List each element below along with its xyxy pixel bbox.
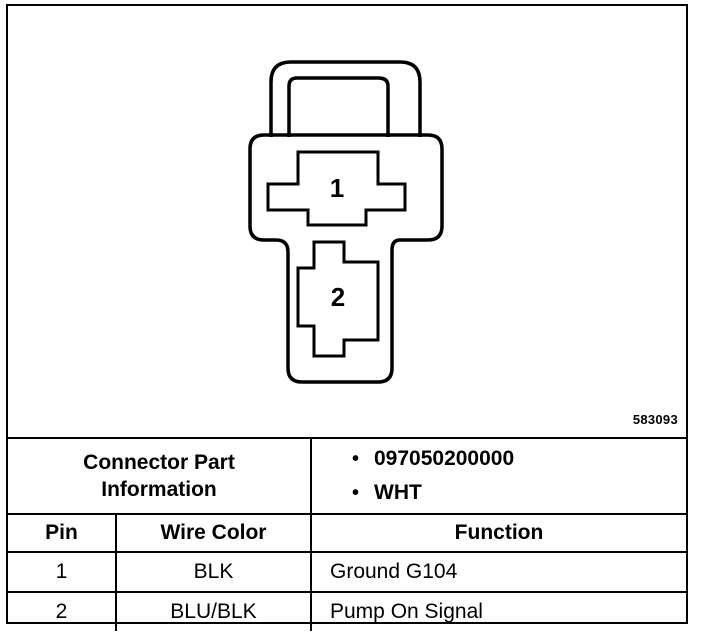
part-info-row: Connector Part Information • 097050200000… (8, 437, 686, 515)
pin-1-label: 1 (330, 173, 344, 203)
bullet-icon: • (352, 448, 360, 470)
header-row: Pin Wire Color Function (8, 513, 686, 553)
header-wire-color: Wire Color (115, 513, 312, 553)
connector-frame: 1 2 583093 Connector Part Information • 0… (6, 4, 688, 631)
part-number-line: • 097050200000 (352, 442, 686, 476)
wire-color: BLU/BLK (115, 591, 312, 631)
connector-latch (269, 60, 422, 137)
part-info-label-line2: Information (101, 478, 217, 501)
part-info-values: • 097050200000 • WHT (310, 437, 686, 515)
part-info-label: Connector Part Information (8, 437, 312, 515)
pin-2-cavity (296, 240, 380, 358)
pin-number: 1 (8, 551, 117, 593)
connector-diagram: 1 2 583093 (8, 6, 686, 437)
part-info-label-line1: Connector Part (83, 451, 235, 474)
wire-color: BLK (115, 551, 312, 593)
figure-id: 583093 (632, 412, 678, 427)
pin-function: Pump On Signal (310, 591, 686, 631)
table-row: 2 BLU/BLK Pump On Signal (8, 591, 686, 631)
bullet-icon: • (352, 482, 360, 504)
connector-drawing: 1 2 (248, 60, 444, 384)
pinout-table: Connector Part Information • 097050200000… (8, 437, 686, 631)
pin-function: Ground G104 (310, 551, 686, 593)
connector-body (248, 133, 444, 384)
part-number: 097050200000 (374, 447, 515, 470)
connector-color: WHT (374, 481, 422, 504)
pin-1-cavity (266, 150, 407, 227)
header-pin: Pin (8, 513, 117, 553)
pin-2-label: 2 (331, 282, 345, 312)
table-row: 1 BLK Ground G104 (8, 551, 686, 593)
connector-latch-inner (287, 76, 390, 137)
header-function: Function (310, 513, 686, 553)
pin-number: 2 (8, 591, 117, 631)
connector-color-line: • WHT (352, 476, 686, 510)
